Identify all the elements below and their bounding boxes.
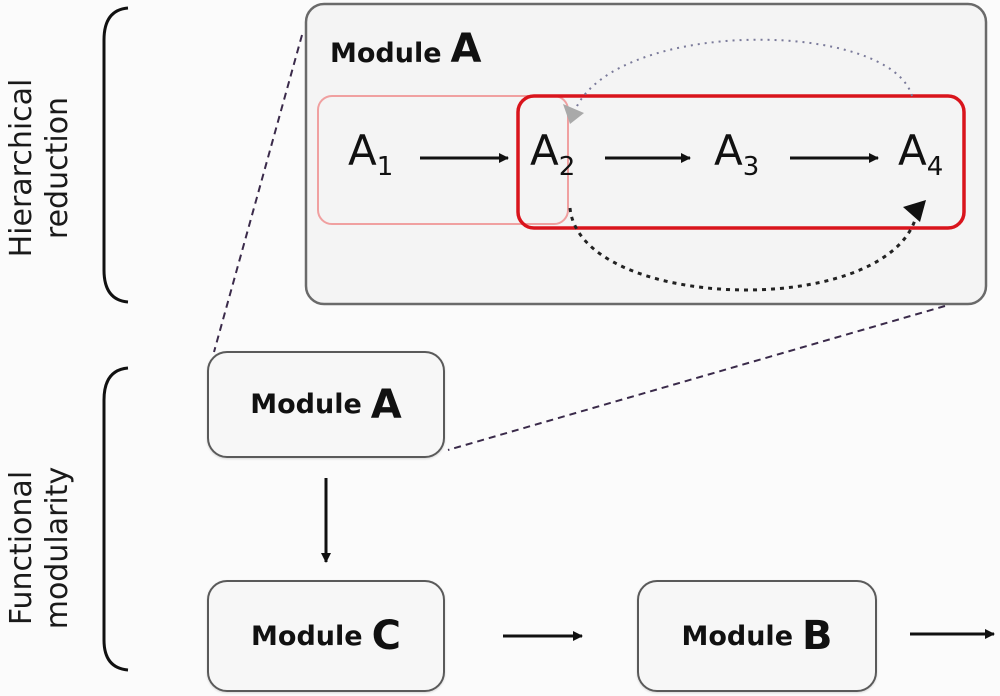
panel-title-word: Module xyxy=(330,38,442,69)
functional-bracket xyxy=(102,366,129,672)
module-a-word: Module xyxy=(250,389,362,420)
feedback-arc-upper-head xyxy=(563,104,584,124)
node-a3-base: A xyxy=(714,126,743,175)
node-a1-base: A xyxy=(348,126,377,175)
module-b-word: Module xyxy=(681,620,794,652)
node-a2: A2 xyxy=(530,126,575,182)
node-a1-sub: 1 xyxy=(376,152,394,182)
node-a3-sub: 3 xyxy=(742,152,760,182)
node-a3: A3 xyxy=(714,126,759,182)
highlight-subsystem-box xyxy=(516,94,966,230)
node-a1: A1 xyxy=(348,126,393,182)
panel-title-letter: A xyxy=(450,26,482,72)
node-a2-sub: 2 xyxy=(558,152,576,182)
node-a4-sub: 4 xyxy=(926,152,944,182)
module-c-letter: C xyxy=(371,613,401,659)
feedback-arc-lower-head xyxy=(903,200,926,222)
module-b-letter: B xyxy=(802,613,833,659)
node-a4-base: A xyxy=(898,126,927,175)
functional-label-line1: Functional xyxy=(4,470,39,626)
module-a-letter: A xyxy=(370,381,402,428)
zoom-line-right xyxy=(447,305,946,451)
node-a4: A4 xyxy=(898,126,943,182)
functional-label-line2: modularity xyxy=(40,466,75,630)
functional-modularity-label: Functional modularity xyxy=(4,438,76,658)
zoom-line-left xyxy=(213,34,303,353)
module-a-box: Module A xyxy=(207,351,445,458)
hierarchical-bracket xyxy=(102,6,129,304)
faded-subsystem-box xyxy=(317,95,569,225)
node-a2-base: A xyxy=(530,126,559,175)
feedback-arc-upper xyxy=(575,38,913,109)
hierarchical-reduction-label: Hierarchical reduction xyxy=(4,58,76,278)
hierarchical-label-line2: reduction xyxy=(40,96,75,240)
hierarchical-label-line1: Hierarchical xyxy=(4,78,39,258)
panel-title: Module A xyxy=(330,26,482,72)
module-c-word: Module xyxy=(251,620,363,652)
